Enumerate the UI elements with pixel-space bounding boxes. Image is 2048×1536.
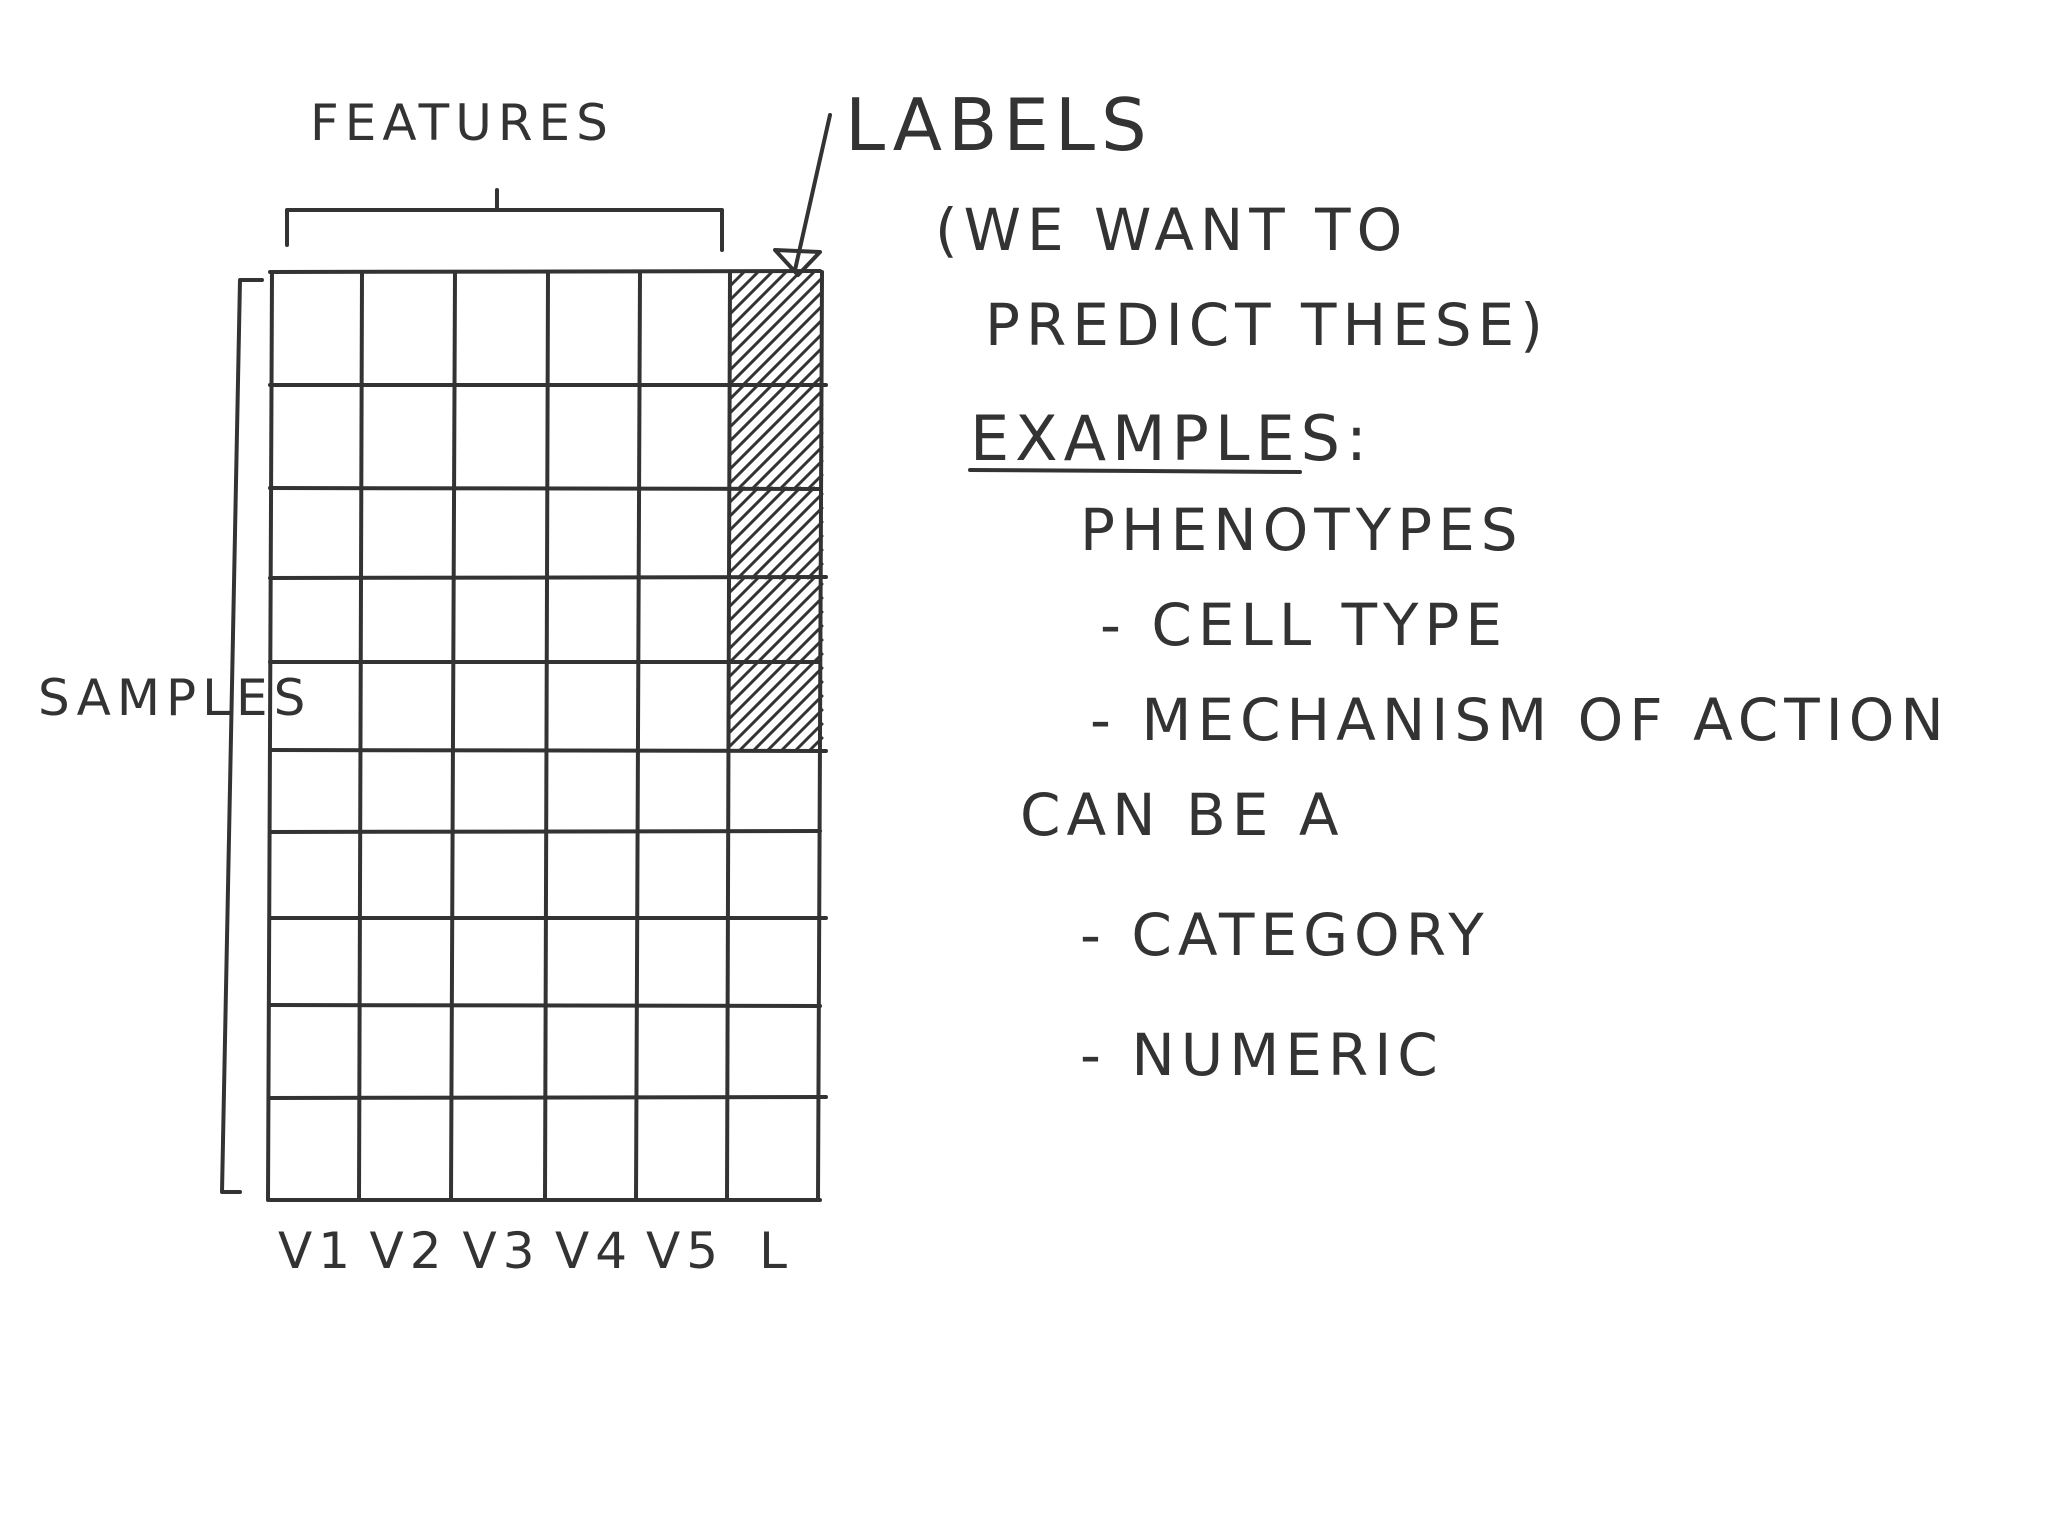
hatch-stroke	[737, 403, 824, 490]
column-label: V1	[278, 1222, 356, 1280]
column-label: V4	[555, 1222, 633, 1280]
hatch-stroke	[728, 660, 760, 692]
hatch-stroke	[750, 506, 824, 580]
data-matrix	[266, 269, 828, 1202]
hatch-stroke	[755, 318, 824, 387]
hatched-label-cell	[728, 270, 824, 387]
hatch-stroke	[728, 660, 802, 734]
matrix-column-line	[449, 270, 457, 1202]
label-type-category: - CATEGORY	[1080, 901, 1490, 969]
matrix-row-line	[268, 486, 822, 491]
hatch-stroke	[792, 548, 824, 580]
matrix-column-line	[816, 270, 824, 1202]
samples-bracket	[220, 278, 264, 1194]
hatch-stroke	[752, 680, 824, 752]
hatch-stroke	[728, 270, 816, 358]
hatch-stroke	[770, 610, 824, 664]
hatch-stroke	[798, 638, 824, 664]
matrix-column-line	[543, 270, 550, 1202]
column-label: V2	[369, 1222, 447, 1280]
hatch-stroke	[797, 360, 824, 387]
hatch-stroke	[728, 576, 746, 594]
hatch-stroke	[728, 660, 746, 678]
examples-underline	[968, 468, 1302, 474]
hatch-stroke	[728, 486, 802, 560]
matrix-column-line	[266, 270, 274, 1202]
matrix-row-line	[268, 1095, 828, 1100]
labels-arrow	[773, 113, 832, 277]
hatch-stroke	[728, 576, 802, 650]
hatch-stroke	[728, 486, 774, 532]
phenotype-item-mechanism: - MECHANISM OF ACTION	[1090, 686, 1950, 754]
hatch-stroke	[728, 486, 760, 518]
hatched-label-cell	[728, 660, 824, 752]
hatch-stroke	[766, 694, 824, 752]
hatch-stroke	[728, 383, 816, 471]
hatch-stroke	[728, 383, 774, 429]
features-label: FEATURES	[310, 94, 614, 152]
labels-label: LABELS	[845, 83, 1153, 167]
hatch-stroke	[728, 576, 788, 636]
matrix-column-line	[634, 270, 642, 1202]
hatch-stroke	[728, 270, 774, 316]
hatch-stroke	[728, 576, 816, 664]
hatch-stroke	[741, 304, 824, 387]
matrix-column-line	[725, 270, 732, 1202]
hatch-stroke	[728, 383, 760, 415]
hatch-stroke	[793, 459, 824, 490]
matrix-row-line	[268, 269, 822, 274]
hatch-stroke	[728, 660, 788, 720]
labeled-cells-hatching	[728, 270, 824, 752]
hatch-stroke	[742, 582, 824, 664]
samples-label: SAMPLES	[38, 669, 311, 727]
hatch-stroke	[728, 290, 824, 386]
hatch-stroke	[728, 383, 788, 443]
can-be-text: CAN BE A	[1020, 781, 1345, 849]
hatch-stroke	[728, 576, 774, 622]
features-bracket	[285, 188, 724, 252]
column-label: L	[759, 1222, 793, 1280]
label-type-numeric: - NUMERIC	[1080, 1021, 1444, 1089]
hatch-stroke	[738, 666, 824, 752]
hatch-stroke	[765, 431, 824, 490]
hatch-stroke	[783, 346, 824, 387]
hatch-stroke	[778, 534, 824, 580]
hatch-stroke	[769, 332, 824, 387]
phenotypes-text: PHENOTYPES	[1080, 496, 1524, 564]
examples-heading: EXAMPLES:	[970, 402, 1373, 475]
phenotype-item-cell-type: - CELL TYPE	[1100, 591, 1508, 659]
hatched-label-cell	[728, 383, 824, 490]
hatch-stroke	[728, 383, 802, 457]
hatch-stroke	[794, 722, 824, 752]
column-label: V3	[462, 1222, 540, 1280]
column-label: V5	[646, 1222, 724, 1280]
hatch-stroke	[784, 624, 824, 664]
hatch-stroke	[728, 276, 824, 372]
hatch-stroke	[751, 417, 824, 490]
hatch-stroke	[779, 445, 824, 490]
hatch-stroke	[728, 660, 774, 706]
labels-note-line2: PREDICT THESE)	[985, 291, 1549, 359]
hatched-label-cell	[728, 576, 824, 664]
hatch-stroke	[728, 576, 760, 608]
hatch-stroke	[728, 270, 788, 330]
hatch-stroke	[728, 270, 760, 302]
hatch-stroke	[728, 660, 816, 748]
hatch-stroke	[728, 389, 824, 485]
hatch-stroke	[728, 383, 746, 401]
matrix-column-line	[357, 270, 364, 1202]
hatch-stroke	[728, 270, 802, 344]
hatch-stroke	[728, 270, 746, 288]
hatch-stroke	[780, 708, 824, 752]
labels-note-line1: (WE WANT TO	[935, 196, 1408, 264]
hatch-stroke	[764, 520, 824, 580]
hatch-stroke	[728, 486, 788, 546]
hatch-stroke	[756, 596, 824, 664]
hatch-stroke	[728, 486, 816, 574]
hatched-label-cell	[728, 486, 824, 580]
hatch-stroke	[736, 492, 824, 580]
